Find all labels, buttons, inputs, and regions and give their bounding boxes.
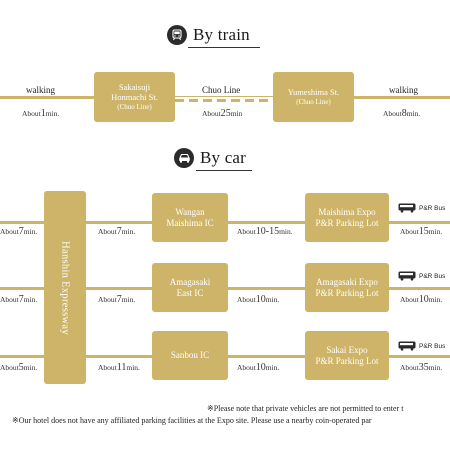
car-icon xyxy=(174,148,194,168)
train-time-left: About1min. xyxy=(22,108,60,119)
lot-sakai-expo: Sakai Expo P&R Parking Lot xyxy=(305,331,389,380)
train-title-underline xyxy=(188,47,260,48)
row1-time-in: About7min. xyxy=(0,226,38,237)
row2-time-lot: About10min. xyxy=(237,294,280,305)
row3-time-ic: About11min. xyxy=(98,362,140,373)
lot-maishima-expo: Maishima Expo P&R Parking Lot xyxy=(305,193,389,242)
train-title: By train xyxy=(193,25,250,44)
station-sakaisuji-honmachi: Sakaisuji Honmachi St. (Chuo Line) xyxy=(94,72,175,122)
note-private-vehicles: ※Please note that private vehicles are n… xyxy=(207,404,404,413)
row1-time-lot: About10-15min. xyxy=(237,226,293,237)
car-section-title: By car xyxy=(174,148,246,168)
note-parking-facilities: ※Our hotel does not have any affiliated … xyxy=(12,416,372,425)
ic-sanbou: Sanbou IC xyxy=(152,331,228,380)
train-icon xyxy=(167,25,187,45)
train-line-chuo xyxy=(175,99,273,102)
row1-time-ic: About7min. xyxy=(98,226,136,237)
train-line-chuo-top xyxy=(175,96,273,97)
row1-time-bus: About15min. xyxy=(400,226,443,237)
ic-amagasaki-east: Amagasaki East IC xyxy=(152,263,228,312)
train-time-mid: About25min.min xyxy=(202,108,243,119)
walking-label-right: walking xyxy=(389,85,418,95)
train-time-right: About8min. xyxy=(383,108,421,119)
row3-time-lot: About10min. xyxy=(237,362,280,373)
row2-time-in: About7min. xyxy=(0,294,38,305)
pr-bus-row3: P&R Bus xyxy=(398,341,445,351)
station-yumeshima: Yumeshima St. (Chuo Line) xyxy=(273,72,354,122)
ic-wangan-maishima: Wangan Maishima IC xyxy=(152,193,228,242)
chuo-line-label: Chuo Line xyxy=(202,85,241,95)
row2-time-ic: About7min. xyxy=(98,294,136,305)
walking-label-left: walking xyxy=(26,85,55,95)
car-title: By car xyxy=(200,148,247,167)
train-line-right xyxy=(354,96,450,99)
train-line-left xyxy=(0,96,94,99)
bus-icon xyxy=(398,271,416,281)
row3-time-in: About5min. xyxy=(0,362,38,373)
car-title-underline xyxy=(196,170,252,171)
pr-bus-row2: P&R Bus xyxy=(398,271,445,281)
hanshin-expressway-box: Hanshin Expressway xyxy=(44,191,86,384)
bus-icon xyxy=(398,341,416,351)
train-section-title: By train xyxy=(167,25,250,45)
lot-amagasaki-expo: Amagasaki Expo P&R Parking Lot xyxy=(305,263,389,312)
bus-icon xyxy=(398,203,416,213)
row2-time-bus: About10min. xyxy=(400,294,443,305)
hanshin-expressway-label: Hanshin Expressway xyxy=(59,240,71,335)
row3-time-bus: About35min. xyxy=(400,362,443,373)
pr-bus-row1: P&R Bus xyxy=(398,203,445,213)
